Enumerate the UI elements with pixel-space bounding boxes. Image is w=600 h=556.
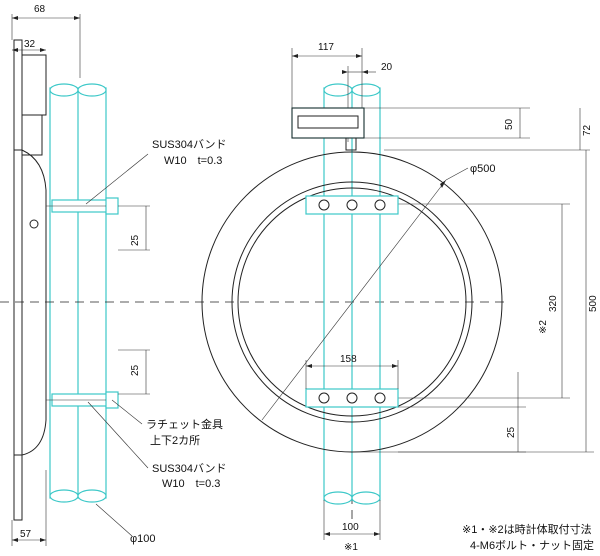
band-label-upper-2: W10 t=0.3 [164, 155, 222, 167]
dim-100-mark: ※1 [344, 542, 358, 553]
dim-25-upper: 25 [130, 234, 141, 246]
front-view: 117 20 50 72 φ500 500 [201, 42, 599, 553]
clock-side-plate [13, 39, 23, 521]
hanger-bracket-front [291, 107, 365, 139]
dim-500: 500 [588, 295, 599, 312]
mount-bolt [29, 219, 39, 229]
dim-117: 117 [318, 42, 334, 53]
dim-32: 32 [24, 39, 36, 50]
lower-band-front [305, 388, 399, 408]
dim-25-lower: 25 [130, 364, 141, 376]
dim-25-front: 25 [506, 426, 517, 438]
note-line-2: 4-M6ボルト・ナット固定 [470, 538, 594, 552]
clock-case-side [21, 149, 47, 456]
dim-50: 50 [504, 118, 515, 130]
dim-68: 68 [34, 4, 46, 15]
dim-320: 320 [548, 295, 559, 312]
dim-57: 57 [20, 529, 32, 540]
band-label-upper-1: SUS304バンド [152, 138, 227, 151]
clock-bezel [231, 181, 473, 423]
ratchet-label-2: 上下2カ所 [150, 434, 200, 447]
dim-20: 20 [381, 62, 393, 73]
dim-100: 100 [342, 522, 359, 533]
hanger-bracket [21, 54, 47, 116]
side-view: 68 32 57 SUS304バン [11, 4, 227, 546]
dim-158: 158 [340, 354, 357, 365]
band-label-lower-2: W10 t=0.3 [162, 478, 220, 490]
ratchet-label-1: ラチェット金具 [146, 417, 223, 431]
upper-band-front [305, 195, 399, 215]
dim-320-mark: ※2 [538, 320, 549, 334]
clock-diameter: φ500 [470, 163, 496, 175]
note-line-1: ※1・※2は時計体取付寸法 [462, 522, 592, 536]
band-label-lower-1: SUS304バンド [152, 462, 227, 475]
ratchet-upper [105, 197, 119, 215]
pole-diameter: φ100 [130, 533, 156, 545]
clock-face [237, 187, 467, 417]
dim-72: 72 [582, 124, 593, 136]
